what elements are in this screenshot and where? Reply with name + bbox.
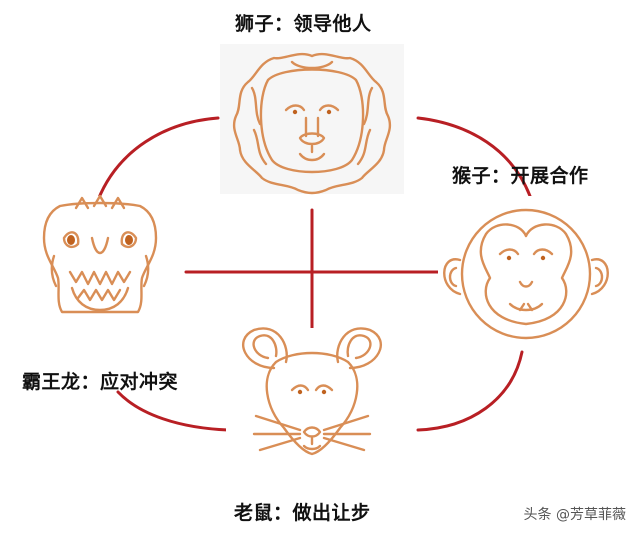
arc-bottom-right	[416, 350, 524, 432]
lion-label: 狮子：领导他人	[235, 13, 372, 35]
arc-top-left	[96, 116, 220, 202]
outer-circle-arcs	[96, 116, 532, 432]
arc-bottom-left	[116, 390, 230, 432]
t-rex-head-icon	[24, 194, 176, 346]
lion-head-icon	[220, 44, 404, 195]
trex-label: 霸王龙：应对冲突	[22, 371, 179, 393]
center-cross	[184, 208, 447, 338]
mouse-label: 老鼠：做出让步	[234, 502, 371, 524]
mouse-head-icon	[226, 327, 398, 476]
monkey-head-icon	[438, 196, 614, 346]
watermark: 头条 @芳草菲薇	[523, 507, 626, 523]
monkey-label: 猴子：开展合作	[452, 165, 589, 187]
arc-top-right	[416, 116, 532, 198]
